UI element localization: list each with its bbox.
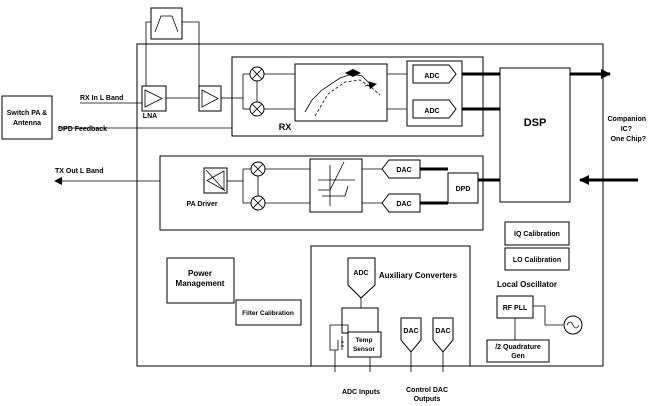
rf-filter-block xyxy=(145,7,200,86)
lo-calibration-block: LO Calibration xyxy=(504,247,570,271)
rx-filter-icon xyxy=(294,63,388,122)
aux-converters-label: Auxiliary Converters xyxy=(379,271,458,280)
tx-dac-i-label: DAC xyxy=(396,167,411,174)
svg-text:Sensor: Sensor xyxy=(353,346,376,353)
svg-text:Power: Power xyxy=(188,269,212,278)
temp-sensor-block: Temp Sensor xyxy=(347,331,382,358)
aux-dac-2-block: DAC xyxy=(432,317,454,353)
dsp-label: DSP xyxy=(524,117,547,129)
pa-driver-block: PA Driver xyxy=(186,167,228,208)
svg-text:ADC: ADC xyxy=(353,270,368,277)
rx-section: RX ADC xyxy=(221,56,484,137)
dpd-label: DPD xyxy=(456,186,471,193)
adc-inputs-label: ADC Inputs xyxy=(342,389,380,396)
svg-text:LO Calibration: LO Calibration xyxy=(513,257,561,264)
svg-text:Gen: Gen xyxy=(511,353,525,360)
svg-text:One Chip?: One Chip? xyxy=(611,136,646,143)
tx-mixer-i-icon xyxy=(250,161,266,177)
dpd-block: DPD xyxy=(447,172,479,204)
companion-label: Companion IC? One Chip? xyxy=(608,116,647,143)
aux-adc-input-box xyxy=(341,307,379,334)
tx-dac-q-label: DAC xyxy=(396,201,411,208)
rx-amp-block xyxy=(198,85,222,112)
tx-dac-i-block: DAC xyxy=(381,159,421,179)
aux-adc-block: ADC xyxy=(347,257,376,299)
rx-mixer-q-icon xyxy=(249,101,265,117)
rx-label: RX xyxy=(279,122,292,132)
tx-section: PA Driver DAC DA xyxy=(159,155,500,231)
svg-text:Management: Management xyxy=(176,279,225,288)
svg-text:DAC: DAC xyxy=(403,328,418,335)
tx-out-label: TX Out L Band xyxy=(55,168,103,175)
svg-text:/2 Quadrature: /2 Quadrature xyxy=(495,344,541,351)
switch-pa-label-line1: Switch PA & xyxy=(7,110,47,117)
tx-filter-icon xyxy=(309,158,363,213)
svg-text:DAC: DAC xyxy=(435,328,450,335)
rx-in-label: RX In L Band xyxy=(80,95,123,102)
svg-text:IC?: IC? xyxy=(621,126,632,133)
rx-adc-q-label: ADC xyxy=(424,108,439,115)
rf-pll-block: RF PLL xyxy=(496,295,534,319)
oscillator-source-icon xyxy=(563,315,583,335)
auxiliary-converters-section: Auxiliary Converters ADC Temp Sensor DAC… xyxy=(310,245,471,372)
iq-calibration-block: IQ Calibration xyxy=(504,221,570,246)
filter-calibration-block: Filter Calibration xyxy=(235,299,302,326)
svg-text:Temp: Temp xyxy=(356,337,373,344)
rx-mixer-i-icon xyxy=(249,66,265,82)
dpd-feedback-label: DPD Feedback xyxy=(58,126,107,133)
quadrature-gen-block: /2 Quadrature Gen xyxy=(486,339,550,363)
lna-block: LNA xyxy=(141,85,167,120)
svg-text:Companion: Companion xyxy=(608,116,647,123)
svg-text:Filter Calibration: Filter Calibration xyxy=(242,310,294,317)
aux-dac-1-block: DAC xyxy=(400,317,422,353)
local-oscillator-label: Local Oscillator xyxy=(497,280,557,289)
rx-adc-i-label: ADC xyxy=(424,73,439,80)
power-management-block: Power Management xyxy=(166,257,235,304)
rx-adc-i-block: ADC xyxy=(412,64,457,84)
tx-mixer-q-icon xyxy=(250,195,266,211)
control-dac-outputs-label-line2: Outputs xyxy=(414,396,441,403)
pa-driver-label: PA Driver xyxy=(186,201,217,208)
switch-pa-antenna-block: Switch PA & Antenna xyxy=(1,95,53,140)
svg-text:RF PLL: RF PLL xyxy=(503,305,528,312)
svg-text:IQ Calibration: IQ Calibration xyxy=(514,231,560,238)
lna-label: LNA xyxy=(143,113,157,120)
tx-dac-q-block: DAC xyxy=(381,193,421,213)
switch-pa-label-line2: Antenna xyxy=(13,120,41,127)
rx-adc-q-block: ADC xyxy=(412,99,457,119)
dsp-block: DSP xyxy=(499,67,571,203)
control-dac-outputs-label-line1: Control DAC xyxy=(406,387,448,394)
